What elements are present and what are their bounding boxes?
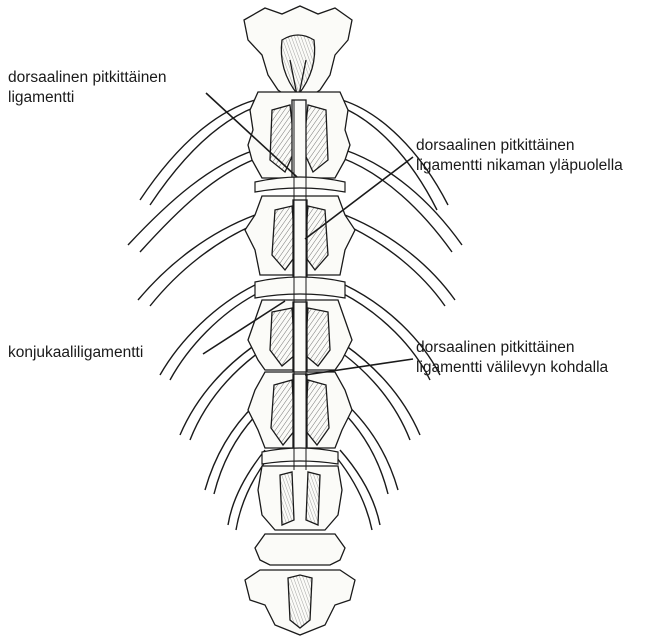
label-conjugal-line1: konjukaaliligamentti (8, 343, 143, 363)
label-above-vertebra: dorsaalinen pitkittäinen ligamentti nika… (416, 136, 623, 176)
vertebra-1 (248, 92, 350, 180)
vertebra-2 (245, 196, 355, 278)
label-above-vertebra-line2: ligamentti nikaman yläpuolella (416, 156, 623, 176)
label-at-disc-line1: dorsaalinen pitkittäinen (416, 338, 608, 358)
ribs-left (128, 100, 268, 530)
vertebra-5 (258, 466, 342, 530)
vertebra-bottom (245, 570, 355, 635)
disc-2 (255, 277, 345, 298)
label-dorsal-ligament-line1: dorsaalinen pitkittäinen (8, 68, 167, 88)
label-above-vertebra-line1: dorsaalinen pitkittäinen (416, 136, 623, 156)
label-dorsal-ligament-line2: ligamentti (8, 88, 167, 108)
label-conjugal: konjukaaliligamentti (8, 343, 143, 363)
vertebra-3 (248, 300, 352, 374)
label-at-disc: dorsaalinen pitkittäinen ligamentti väli… (416, 338, 608, 378)
disc-1 (255, 177, 345, 192)
vertebra-6 (255, 534, 345, 565)
label-dorsal-ligament: dorsaalinen pitkittäinen ligamentti (8, 68, 167, 108)
vertebra-top (244, 6, 352, 100)
vertebra-4 (248, 372, 352, 450)
disc-4 (262, 448, 338, 464)
label-at-disc-line2: ligamentti välilevyn kohdalla (416, 358, 608, 378)
